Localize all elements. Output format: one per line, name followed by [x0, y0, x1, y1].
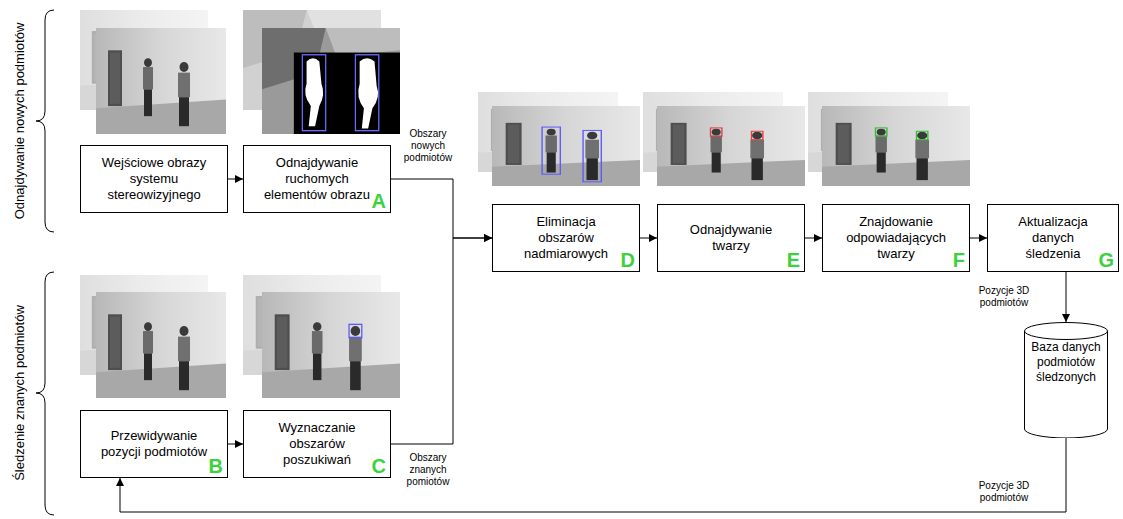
depth-map [262, 28, 400, 134]
photo-stack [243, 10, 400, 134]
group-label-text: Śledzenie znanych podmiotów [12, 305, 27, 481]
box-label: Eliminacja obszarów nadmiarowych [493, 214, 639, 262]
process-box: Eliminacja obszarów nadmiarowychD [492, 204, 640, 272]
flow-arrow [640, 238, 657, 239]
photo-stack [478, 92, 640, 186]
box-label: Odnajdywanie twarzy [658, 222, 804, 254]
photo-stack [80, 10, 226, 134]
box-label: Baza danych podmiotów śledzonych [1024, 322, 1108, 385]
process-box: Znajdowanie odpowiadających twarzyF [822, 204, 970, 272]
connector-label-text: Pozycje 3D podmiotów [979, 285, 1030, 308]
process-box: Odnajdywanie ruchomych elementów obrazuA [243, 145, 391, 213]
process-box: Wyznaczanie obszarów poszukiwańC [243, 410, 391, 478]
group-label: Odnajdywanie nowych podmiotów [12, 23, 28, 220]
photo [492, 106, 640, 186]
photo [262, 292, 400, 398]
flow-arrow [228, 179, 243, 180]
connector-label: Pozycje 3D podmiotów [962, 480, 1046, 504]
flow-arrow [391, 238, 492, 444]
photo [822, 106, 970, 186]
photo [96, 28, 226, 134]
flow-arrow [805, 238, 822, 239]
photo [96, 292, 226, 398]
photo-stack [643, 92, 805, 186]
connector-label: Obszary nowych podmiotów [396, 128, 460, 164]
box-label: Znajdowanie odpowiadających twarzy [823, 214, 969, 262]
photo-stack [243, 275, 400, 398]
connector-label-text: Obszary znanych pomiotów [407, 452, 450, 487]
connector-label: Pozycje 3D podmiotów [962, 285, 1046, 309]
photo-stack [808, 92, 970, 186]
step-letter: C [372, 455, 386, 477]
photo-stack [80, 275, 226, 398]
process-box: Aktualizacja danych śledzeniaG [987, 204, 1119, 272]
group-label: Śledzenie znanych podmiotów [12, 305, 28, 481]
curly-bracket [36, 10, 54, 232]
step-letter: A [372, 190, 386, 212]
box-label: Przewidywanie pozycji podmiotów [81, 428, 227, 460]
step-letter: D [621, 249, 635, 271]
group-label-text: Odnajdywanie nowych podmiotów [12, 23, 27, 220]
curly-bracket [36, 272, 54, 515]
connector-label-text: Obszary nowych podmiotów [404, 128, 452, 163]
connector-label: Obszary znanych pomiotów [396, 452, 460, 488]
step-letter: B [209, 455, 223, 477]
flow-arrow [970, 238, 987, 239]
process-box: Odnajdywanie twarzyE [657, 204, 805, 272]
database-cylinder: Baza danych podmiotów śledzonych [1024, 322, 1108, 438]
connector-label-text: Pozycje 3D podmiotów [979, 480, 1030, 503]
box-label: Odnajdywanie ruchomych elementów obrazu [244, 155, 390, 203]
step-letter: F [953, 249, 965, 271]
box-label: Wyznaczanie obszarów poszukiwań [244, 420, 390, 468]
step-letter: E [787, 249, 800, 271]
process-box: Wejściowe obrazy systemu stereowizyjnego [80, 145, 228, 213]
process-box: Przewidywanie pozycji podmiotówB [80, 410, 228, 478]
flow-arrow [1066, 272, 1067, 322]
photo [657, 106, 805, 186]
flow-arrow [228, 444, 243, 445]
flow-arrow [391, 179, 492, 238]
box-label: Wejściowe obrazy systemu stereowizyjnego [81, 155, 227, 203]
step-letter: G [1098, 249, 1114, 271]
